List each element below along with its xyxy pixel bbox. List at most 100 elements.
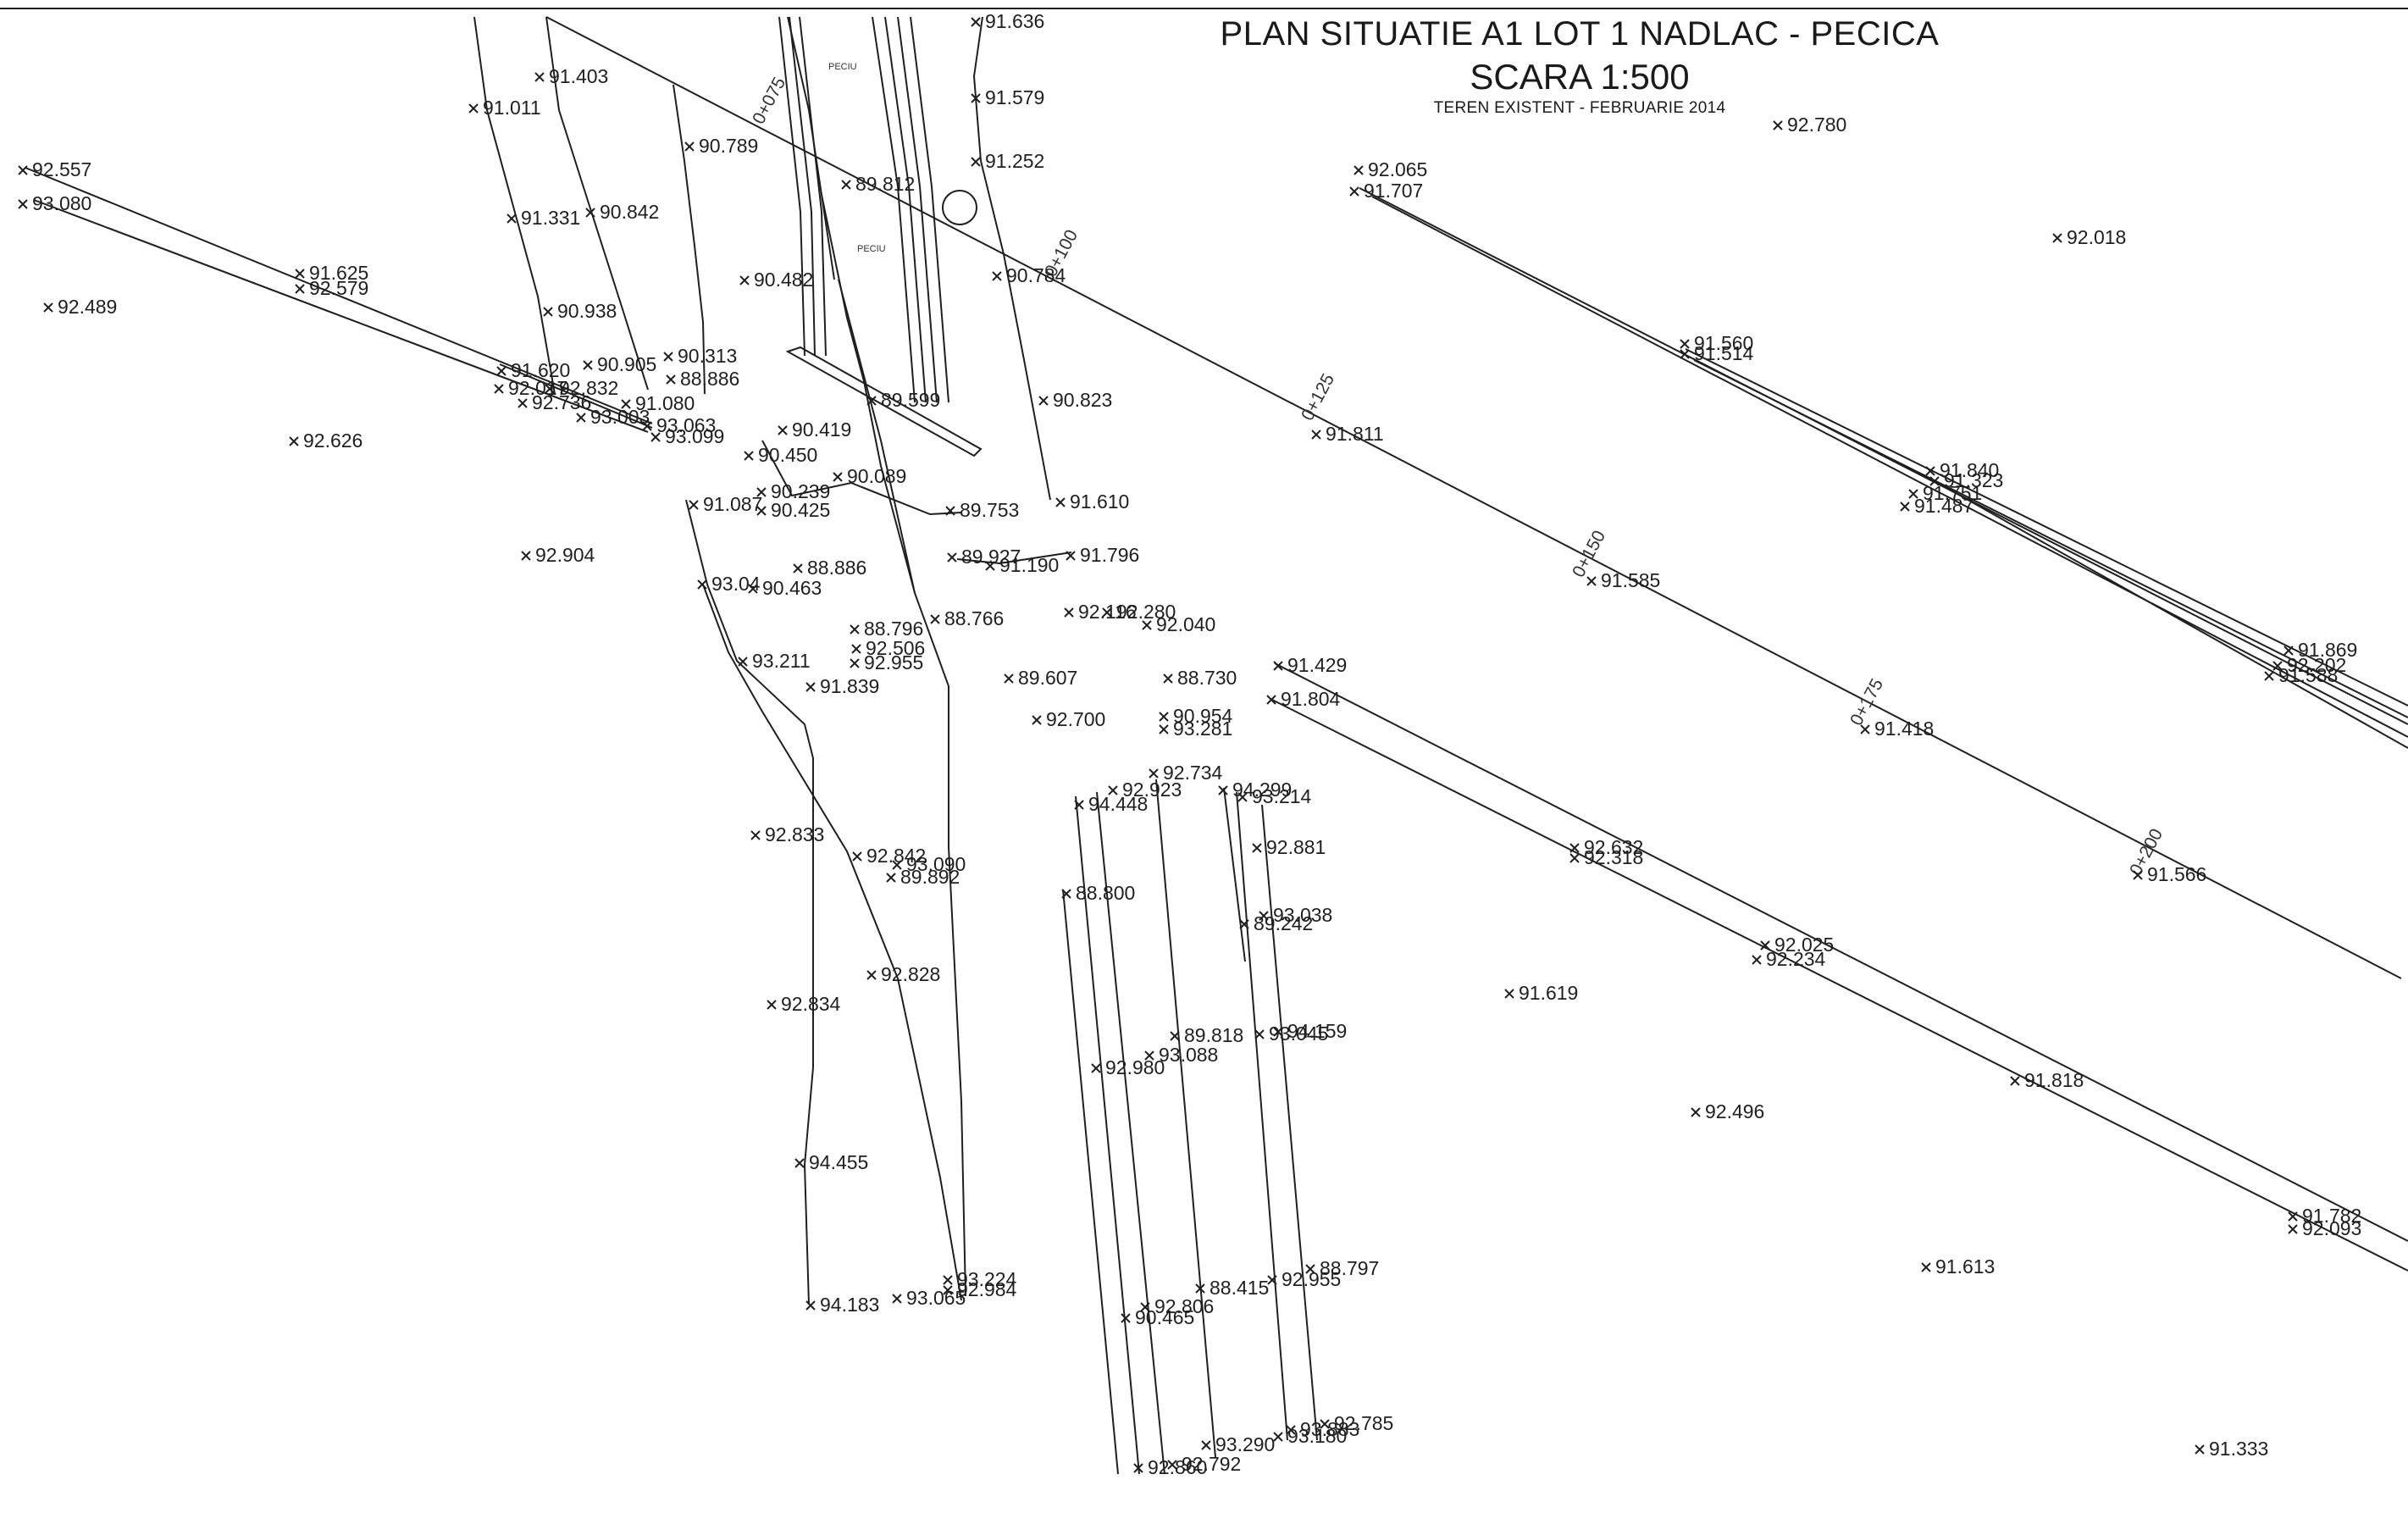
- elevation-label: 91.840: [1940, 459, 1999, 481]
- lower-road-edges: [1270, 662, 2408, 1272]
- elevation-point-marker: [1159, 724, 1169, 734]
- elevation-label: 92.040: [1156, 613, 1215, 635]
- elevation-point-marker: [1121, 1313, 1131, 1323]
- elevation-label: 92.234: [1766, 948, 1826, 970]
- elevation-label: 91.588: [2278, 664, 2338, 686]
- elevation-label: 91.418: [1874, 718, 1934, 740]
- plan-scale: SCARA 1:500: [1470, 57, 1690, 97]
- elevation-label: 91.585: [1601, 569, 1660, 591]
- elevation-label: 91.782: [2302, 1205, 2361, 1227]
- elevation-point-marker: [289, 436, 299, 446]
- elevation-label: 88.766: [944, 607, 1004, 629]
- elevation-label: 91.579: [985, 86, 1044, 108]
- elevation-point-marker: [767, 1000, 777, 1010]
- elevation-label: 91.190: [999, 554, 1059, 576]
- elevation-label: 91.619: [1519, 982, 1578, 1004]
- elevation-point-marker: [663, 352, 673, 362]
- elevation-label: 92.923: [1122, 779, 1182, 801]
- elevation-label: 93.04: [711, 573, 761, 595]
- elevation-label: 88.796: [864, 618, 923, 640]
- elevation-point-marker: [1900, 502, 1910, 512]
- elevation-point-marker: [1680, 339, 1690, 349]
- elevation-point-marker: [1004, 673, 1014, 684]
- elevation-label: 89.607: [1018, 667, 1077, 689]
- elevation-label: 94.183: [820, 1294, 879, 1316]
- elevation-label: 91.333: [2209, 1438, 2268, 1460]
- elevation-point-marker: [496, 366, 507, 376]
- elevation-point-marker: [1201, 1440, 1211, 1450]
- elevation-point-marker: [756, 487, 767, 497]
- elevation-point-marker: [1273, 661, 1283, 671]
- elevation-point-marker: [18, 199, 28, 209]
- elevation-point-marker: [805, 1300, 816, 1311]
- elevation-point-marker: [1218, 785, 1228, 795]
- elevation-point-marker: [1305, 1264, 1315, 1274]
- structure-label: PECIU: [857, 244, 886, 254]
- elevation-label: 91.080: [635, 392, 695, 414]
- lower-block-lines: [1062, 779, 1318, 1475]
- elevation-point-marker: [2264, 671, 2274, 681]
- elevation-point-marker: [1159, 712, 1169, 722]
- elevation-label: 92.506: [866, 637, 925, 659]
- elevation-point-marker: [1167, 1460, 1177, 1470]
- elevation-label: 89.753: [960, 499, 1019, 521]
- elevation-label: 94.159: [1287, 1020, 1347, 1042]
- elevation-point-marker: [2288, 1211, 2298, 1222]
- road-axis-line: [545, 16, 2402, 979]
- elevation-point-marker: [851, 644, 861, 654]
- elevation-point-marker: [1569, 853, 1580, 863]
- elevation-point-marker: [1142, 620, 1152, 630]
- elevation-label: 92.202: [2287, 654, 2346, 676]
- elevation-point-marker: [583, 360, 593, 370]
- elevation-point-marker: [1773, 120, 1783, 130]
- elevation-label: 91.403: [549, 65, 608, 87]
- elevation-point-marker: [850, 658, 860, 668]
- elevation-label: 91.804: [1281, 688, 1341, 710]
- elevation-label: 93.224: [957, 1268, 1017, 1290]
- elevation-label: 94.448: [1088, 793, 1148, 815]
- left-road-edges: [25, 167, 653, 433]
- elevation-label: 93.003: [590, 406, 650, 428]
- elevation-point-marker: [2272, 661, 2283, 671]
- elevation-label: 92.025: [1774, 934, 1834, 956]
- elevation-point-marker: [666, 374, 676, 385]
- elevation-point-marker: [2133, 870, 2143, 880]
- plan-survey-note: TEREN EXISTENT - FEBRUARIE 2014: [1433, 99, 1726, 117]
- elevation-point-marker: [1066, 551, 1076, 561]
- elevation-label: 89.818: [1184, 1024, 1243, 1046]
- elevation-label: 91.636: [985, 10, 1044, 32]
- elevation-label: 92.832: [559, 377, 618, 399]
- elevation-label: 92.980: [1105, 1056, 1165, 1078]
- elevation-label: 92.955: [1281, 1268, 1341, 1290]
- elevation-label: 93.065: [906, 1287, 966, 1309]
- elevation-point-marker: [1273, 1432, 1283, 1442]
- elevation-label: 92.496: [1705, 1100, 1764, 1122]
- elevation-label: 92.626: [303, 430, 363, 452]
- elevation-label: 92.318: [1584, 846, 1643, 868]
- elevation-label: 88.800: [1076, 882, 1135, 904]
- elevation-label: 92.632: [1584, 836, 1643, 858]
- elevation-label: 93.099: [665, 425, 724, 447]
- elevation-label: 91.869: [2298, 639, 2357, 661]
- elevation-point-marker: [2010, 1076, 2020, 1086]
- elevation-label: 90.425: [771, 499, 830, 521]
- elevation-point-marker: [1925, 466, 1935, 476]
- axis-start-circle: [942, 190, 977, 225]
- elevation-label: 92.734: [1163, 762, 1223, 784]
- elevation-point-marker: [1752, 955, 1762, 965]
- elevation-label: 91.620: [511, 359, 570, 381]
- elevation-point-marker: [1311, 430, 1321, 440]
- elevation-label: 90.823: [1053, 389, 1112, 411]
- elevation-point-marker: [1237, 792, 1248, 802]
- elevation-point-marker: [684, 141, 695, 152]
- elevation-label: 93.038: [1273, 904, 1332, 926]
- elevation-label: 93.883: [1300, 1418, 1359, 1440]
- elevation-label: 92.792: [1182, 1453, 1241, 1475]
- elevation-label: 92.828: [881, 963, 940, 985]
- elevation-label: 91.560: [1694, 332, 1753, 354]
- elevation-label: 91.839: [820, 675, 879, 697]
- elevation-label: 90.463: [762, 577, 822, 599]
- elevation-point-marker: [739, 275, 750, 285]
- elevation-label: 92.489: [58, 296, 117, 318]
- elevation-point-marker: [852, 851, 862, 862]
